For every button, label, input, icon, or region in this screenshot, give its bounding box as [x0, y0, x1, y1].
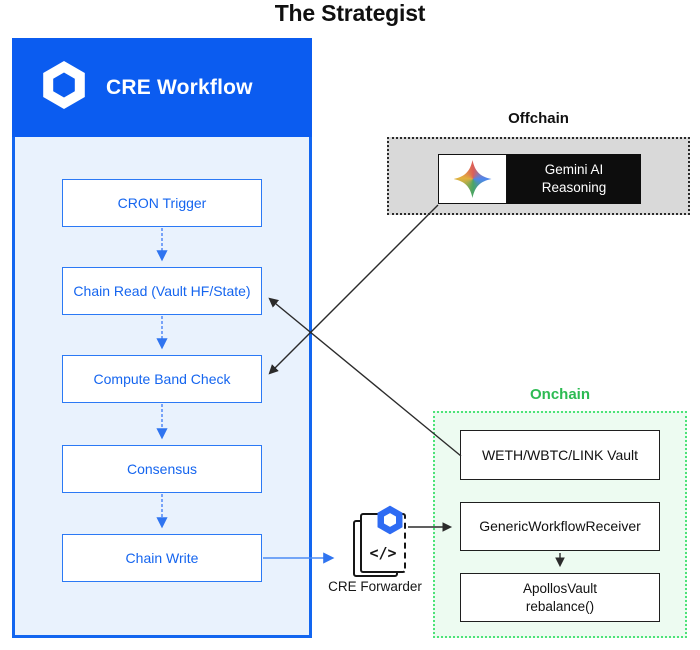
step-compute-band-check: Compute Band Check: [62, 355, 262, 403]
gemini-label-line2: Reasoning: [541, 180, 607, 195]
contract-workflow-receiver: GenericWorkflowReceiver: [460, 502, 660, 551]
chainlink-logo-icon: [39, 58, 89, 117]
gemini-card: Gemini AI Reasoning: [438, 154, 641, 204]
cre-forwarder-label: CRE Forwarder: [328, 579, 422, 594]
step-consensus: Consensus: [62, 445, 262, 493]
cre-workflow-title: CRE Workflow: [106, 75, 253, 99]
step-chain-read: Chain Read (Vault HF/State): [62, 267, 262, 315]
cre-workflow-header: CRE Workflow: [12, 38, 312, 137]
step-chain-write: Chain Write: [62, 534, 262, 582]
code-glyph: </>: [369, 544, 397, 562]
step-cron-trigger: CRON Trigger: [62, 179, 262, 227]
contract-vault-label: WETH/WBTC/LINK Vault: [481, 446, 639, 463]
contract-receiver-label: GenericWorkflowReceiver: [479, 518, 641, 535]
contract-apollos-line1: ApollosVault: [522, 580, 598, 596]
onchain-label: Onchain: [529, 386, 590, 403]
gemini-star-icon: [454, 160, 492, 198]
contract-apollos-vault: ApollosVault rebalance(): [460, 573, 660, 622]
page-title: The Strategist: [274, 0, 426, 26]
chainlink-badge-icon: [375, 504, 405, 536]
offchain-label: Offchain: [508, 110, 569, 127]
cre-forwarder-icon: </>: [352, 504, 428, 580]
contract-vault: WETH/WBTC/LINK Vault: [460, 430, 660, 480]
contract-apollos-line2: rebalance(): [525, 598, 595, 614]
gemini-icon-pane: [438, 154, 507, 204]
gemini-chip: Gemini AI Reasoning: [507, 154, 641, 204]
gemini-label-line1: Gemini AI: [544, 161, 604, 177]
